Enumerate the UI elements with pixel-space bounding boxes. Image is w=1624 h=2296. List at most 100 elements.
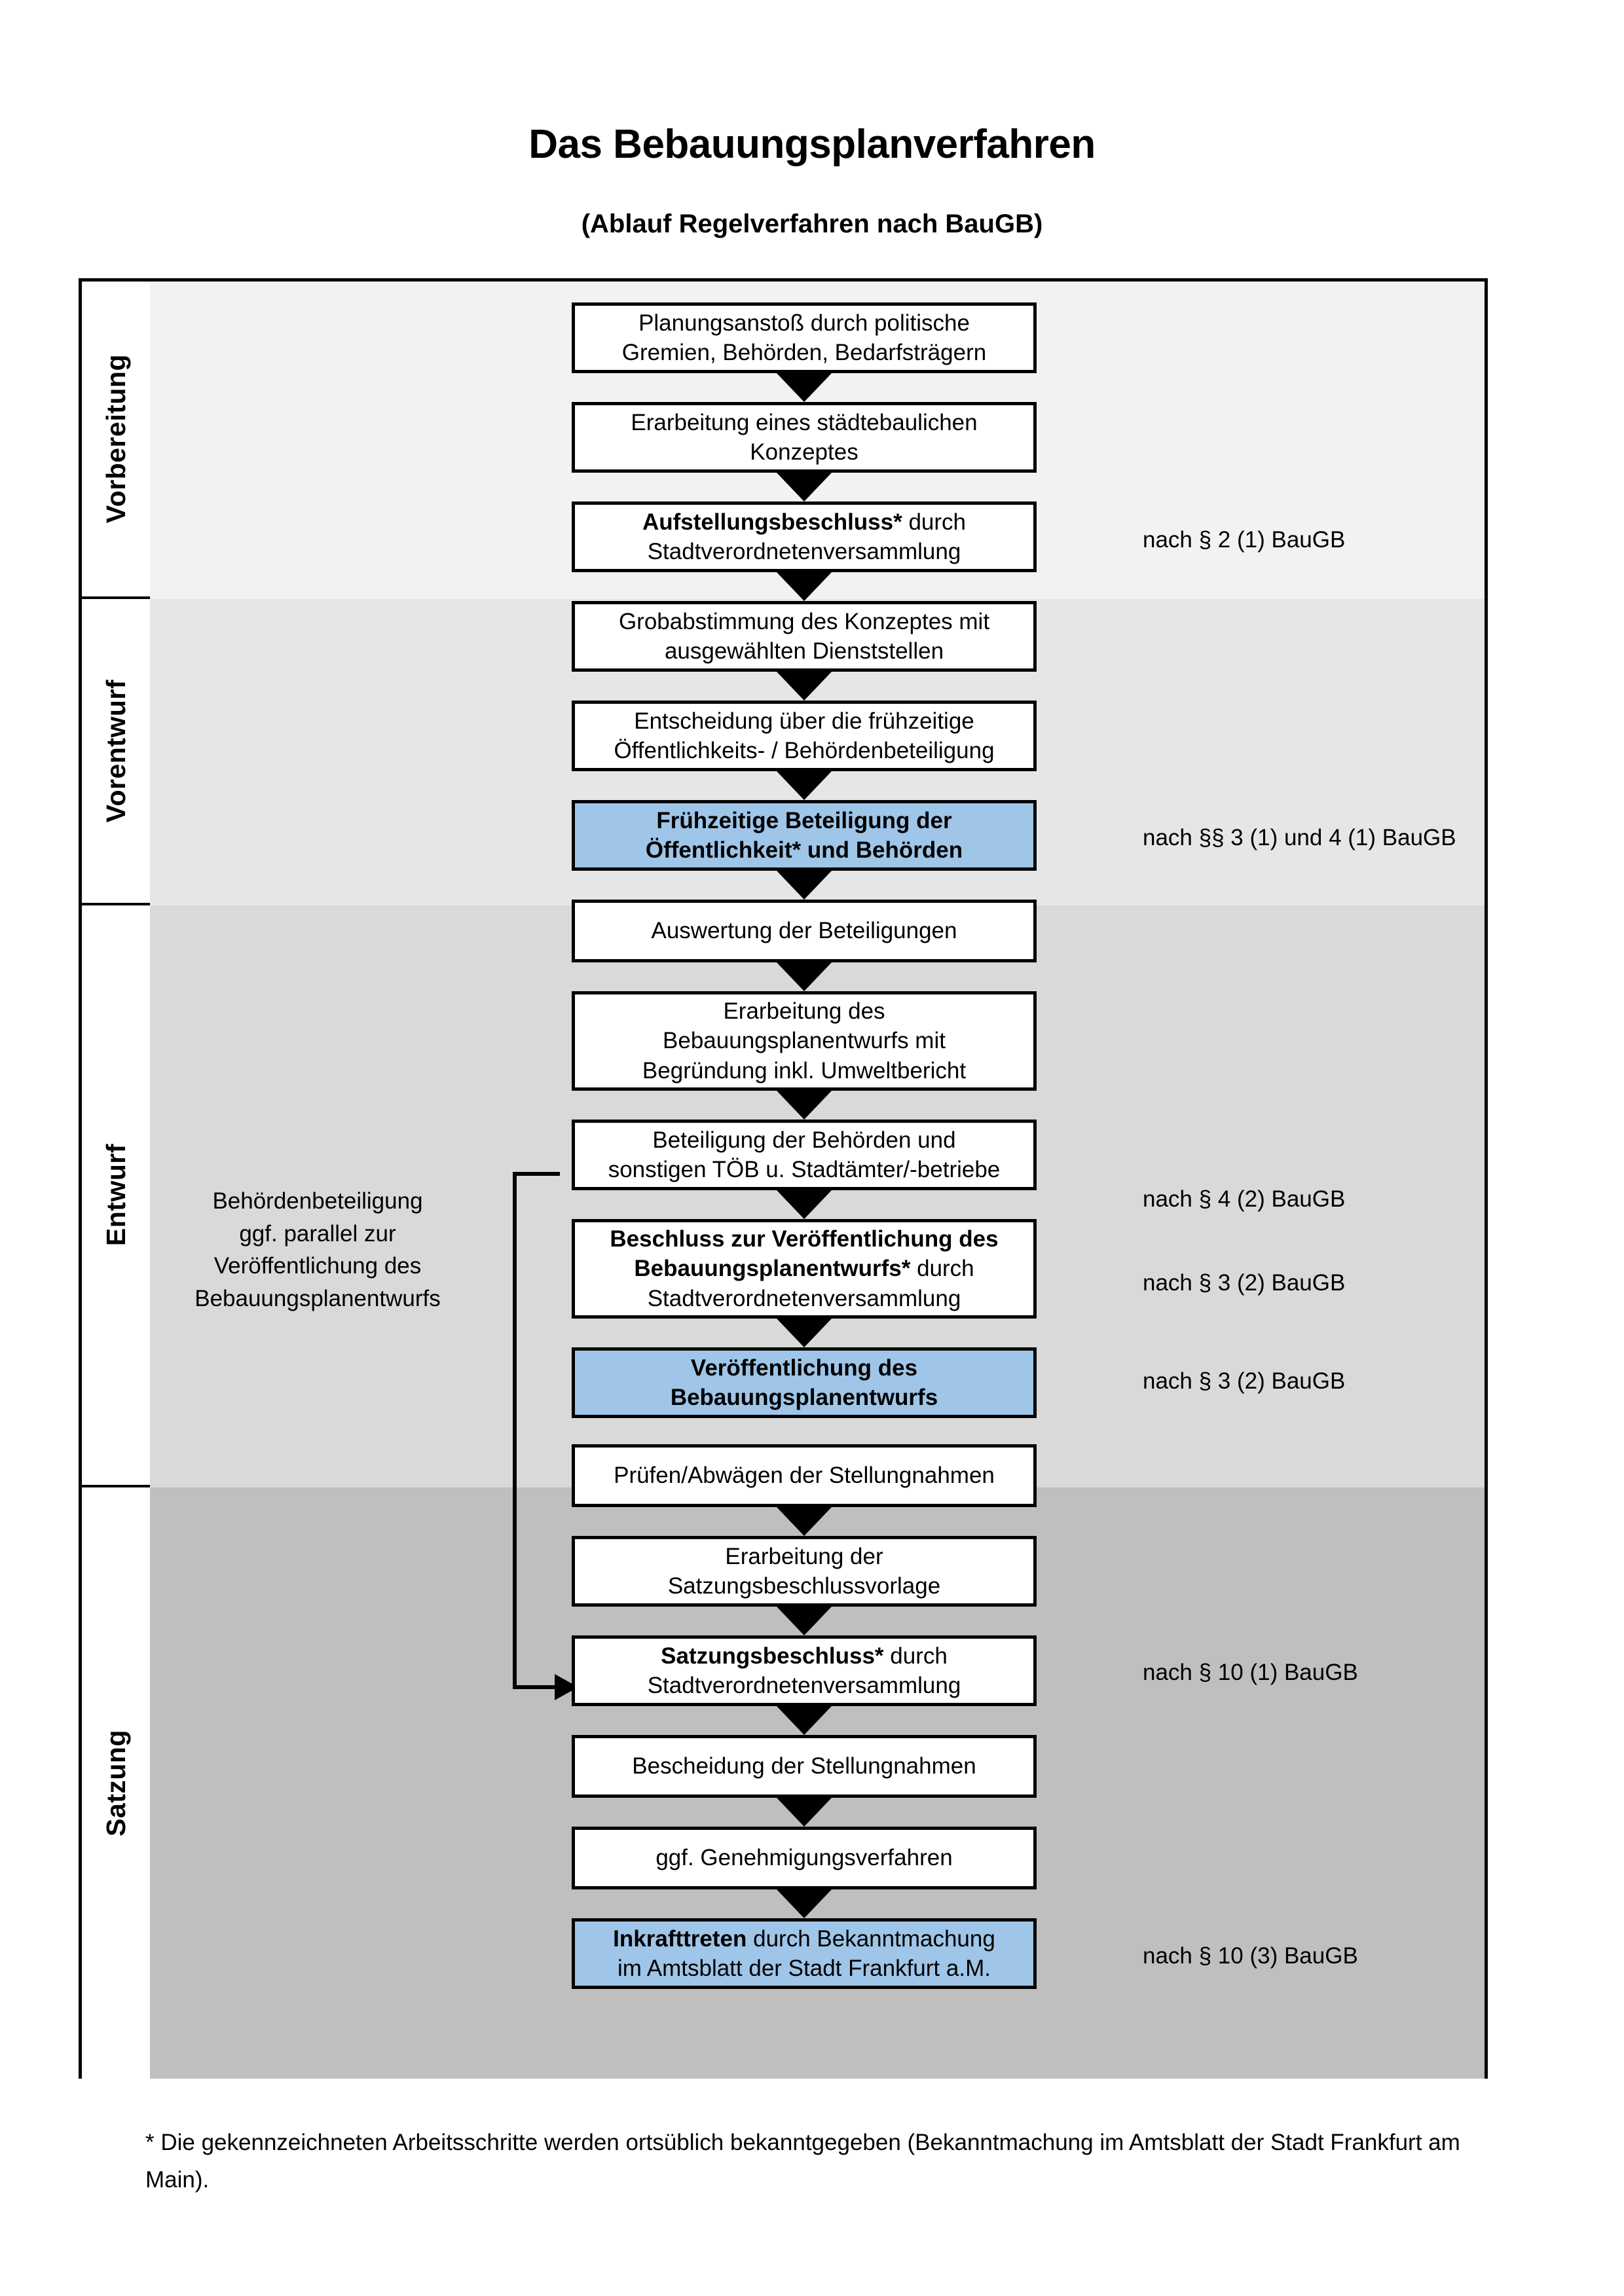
node-line: Stadtverordnetenversammlung	[647, 1285, 961, 1311]
node-line-suffix: durch Bekanntmachung	[747, 1925, 995, 1952]
flow-node-beteiligung-behoerden[interactable]: Beteiligung der Behörden und sonstigen T…	[572, 1120, 1037, 1190]
flow-node-beschluss-veroeffentlichung[interactable]: Beschluss zur Veröffentlichung des Bebau…	[572, 1219, 1037, 1319]
flow-node-fruehzeitige-beteiligung[interactable]: Frühzeitige Beteiligung der Öffentlichke…	[572, 800, 1037, 871]
arrow-down-icon	[777, 1607, 832, 1635]
node-line: Bebauungsplanentwurfs* durch	[581, 1254, 1027, 1284]
reference-par3-2-veroeffentlichung: nach § 3 (2) BauGB	[1143, 1368, 1346, 1394]
arrow-down-icon	[777, 1706, 832, 1735]
arrow-down-icon	[777, 373, 832, 402]
arrow-down-icon	[777, 473, 832, 501]
node-line-suffix: durch	[883, 1643, 948, 1669]
flow-node-aufstellungsbeschluss[interactable]: Aufstellungsbeschluss* durch Stadtverord…	[572, 501, 1037, 572]
reference-par2-1: nach § 2 (1) BauGB	[1143, 527, 1346, 553]
phase-label-text: Satzung	[100, 1730, 131, 1836]
side-note-line: Bebauungsplanentwurfs	[194, 1286, 441, 1312]
arrow-down-icon	[777, 1889, 832, 1918]
phase-label-vorbereitung: Vorbereitung	[82, 282, 150, 599]
node-line: Erarbeitung der	[725, 1543, 883, 1569]
side-note-behoerdenbeteiligung: Behördenbeteiligung ggf. parallel zur Ve…	[174, 1185, 462, 1315]
arrow-down-icon	[777, 1091, 832, 1120]
phase-label-vorentwurf: Vorentwurf	[82, 599, 150, 905]
node-line: Entscheidung über die frühzeitige	[634, 708, 974, 734]
side-note-line: Behördenbeteiligung	[212, 1188, 423, 1214]
phase-label-satzung: Satzung	[82, 1487, 150, 2079]
arrow-down-icon	[777, 771, 832, 800]
arrow-down-icon	[777, 1190, 832, 1219]
reference-par4-2: nach § 4 (2) BauGB	[1143, 1186, 1346, 1212]
node-line: Satzungsbeschluss* durch	[581, 1641, 1027, 1671]
side-note-line: ggf. parallel zur	[239, 1220, 396, 1247]
flow-node-inkrafttreten[interactable]: Inkrafttreten durch Bekanntmachung im Am…	[572, 1918, 1037, 1989]
node-line: Bebauungsplanentwurfs mit	[663, 1028, 946, 1054]
bracket-bottom-segment	[513, 1685, 556, 1689]
page-subtitle: (Ablauf Regelverfahren nach BauGB)	[581, 210, 1043, 238]
node-line-bold: Aufstellungsbeschluss*	[642, 509, 902, 535]
footnote-text: * Die gekennzeichneten Arbeitsschritte w…	[145, 2130, 1460, 2193]
reference-par3-1-und-4-1: nach §§ 3 (1) und 4 (1) BauGB	[1143, 825, 1456, 850]
flowchart-frame: Vorbereitung Vorentwurf Entwurf Satzung …	[79, 278, 1488, 2079]
bracket-vertical-segment	[513, 1172, 517, 1689]
arrow-down-icon	[777, 1798, 832, 1827]
flow-node-veroeffentlichung[interactable]: Veröffentlichung des Bebauungsplanentwur…	[572, 1347, 1037, 1418]
node-line: Prüfen/Abwägen der Stellungnahmen	[614, 1463, 995, 1489]
node-line: im Amtsblatt der Stadt Frankfurt a.M.	[618, 1956, 991, 1981]
node-line-suffix: durch	[902, 509, 967, 535]
node-line: Konzeptes	[750, 439, 858, 465]
flow-node-satzungsbeschlussvorlage[interactable]: Erarbeitung der Satzungsbeschlussvorlage	[572, 1536, 1037, 1607]
node-line: Bescheidung der Stellungnahmen	[632, 1753, 976, 1779]
arrow-down-icon	[777, 1507, 832, 1536]
node-line: Stadtverordnetenversammlung	[647, 539, 961, 564]
node-line-bold: Öffentlichkeit* und Behörden	[645, 837, 963, 863]
node-line-bold: Veröffentlichung des	[690, 1355, 918, 1381]
reference-par3-2-beschluss: nach § 3 (2) BauGB	[1143, 1270, 1346, 1296]
flow-node-grobabstimmung[interactable]: Grobabstimmung des Konzeptes mit ausgewä…	[572, 601, 1037, 672]
arrow-down-icon	[777, 672, 832, 701]
node-line-suffix: durch	[910, 1256, 974, 1282]
phase-label-text: Entwurf	[100, 1144, 131, 1247]
node-line-bold: Bebauungsplanentwurfs	[670, 1385, 938, 1410]
reference-par10-3: nach § 10 (3) BauGB	[1143, 1943, 1358, 1969]
node-line: sonstigen TÖB u. Stadtämter/-betriebe	[608, 1157, 1001, 1182]
flow-node-konzept[interactable]: Erarbeitung eines städtebaulichen Konzep…	[572, 402, 1037, 473]
node-line: Planungsanstoß durch politische	[638, 310, 970, 336]
flow-node-pruefen-abwaegen[interactable]: Prüfen/Abwägen der Stellungnahmen	[572, 1444, 1037, 1507]
node-line: Stadtverordnetenversammlung	[647, 1673, 961, 1698]
node-line: Frühzeitige Beteiligung der	[581, 806, 1027, 836]
flow-node-genehmigungsverfahren[interactable]: ggf. Genehmigungsverfahren	[572, 1827, 1037, 1889]
phase-label-text: Vorentwurf	[100, 679, 131, 823]
node-line: ggf. Genehmigungsverfahren	[655, 1845, 953, 1871]
page-title: Das Bebauungsplanverfahren	[528, 122, 1096, 167]
node-line: Aufstellungsbeschluss* durch	[581, 507, 1027, 538]
flow-node-planungsanstoss[interactable]: Planungsanstoß durch politische Gremien,…	[572, 302, 1037, 373]
node-line: Öffentlichkeit* und Behörden	[581, 835, 1027, 866]
arrow-down-icon	[777, 1319, 832, 1347]
node-line: Beteiligung der Behörden und	[652, 1127, 956, 1153]
flow-node-auswertung[interactable]: Auswertung der Beteiligungen	[572, 900, 1037, 962]
node-line: Erarbeitung eines städtebaulichen	[631, 409, 978, 435]
reference-par10-1: nach § 10 (1) BauGB	[1143, 1660, 1358, 1685]
flow-node-satzungsbeschluss[interactable]: Satzungsbeschluss* durch Stadtverordnete…	[572, 1635, 1037, 1706]
bracket-top-segment	[513, 1172, 560, 1176]
node-line: Auswertung der Beteiligungen	[651, 918, 957, 944]
node-line: Begründung inkl. Umweltbericht	[642, 1057, 967, 1084]
flow-node-bescheidung[interactable]: Bescheidung der Stellungnahmen	[572, 1735, 1037, 1798]
node-line-bold: Beschluss zur Veröffentlichung des	[610, 1226, 999, 1252]
node-line-bold: Inkrafttreten	[613, 1925, 747, 1952]
flow-node-entscheidung-fruehzeitig[interactable]: Entscheidung über die frühzeitige Öffent…	[572, 701, 1037, 771]
arrow-down-icon	[777, 962, 832, 991]
node-line-bold: Frühzeitige Beteiligung der	[656, 807, 952, 833]
phase-label-text: Vorbereitung	[100, 354, 131, 524]
node-line: Erarbeitung des	[723, 998, 885, 1024]
arrow-down-icon	[777, 572, 832, 601]
node-line-bold: Bebauungsplanentwurfs*	[634, 1256, 911, 1282]
node-line: Satzungsbeschlussvorlage	[667, 1573, 941, 1599]
flow-node-erarbeitung-entwurf[interactable]: Erarbeitung des Bebauungsplanentwurfs mi…	[572, 991, 1037, 1091]
node-line: Bebauungsplanentwurfs	[581, 1383, 1027, 1413]
node-line: ausgewählten Dienststellen	[664, 638, 944, 664]
phase-label-entwurf: Entwurf	[82, 905, 150, 1487]
side-note-line: Veröffentlichung des	[213, 1253, 422, 1279]
node-line: Gremien, Behörden, Bedarfsträgern	[621, 340, 987, 365]
arrow-down-icon	[777, 871, 832, 900]
node-line: Beschluss zur Veröffentlichung des	[581, 1224, 1027, 1254]
node-line: Öffentlichkeits- / Behördenbeteiligung	[614, 738, 995, 763]
